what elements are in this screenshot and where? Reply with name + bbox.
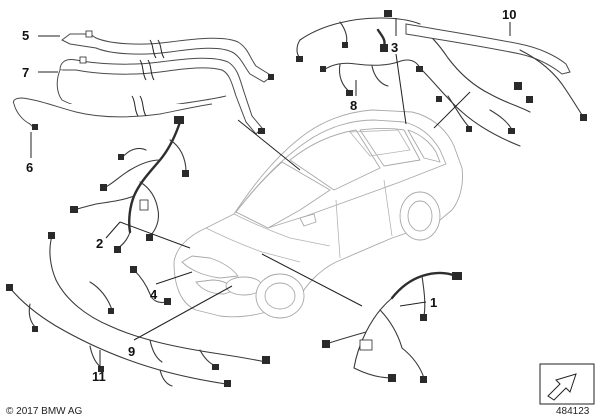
tube-break-marks	[131, 39, 165, 117]
part-9-harness[interactable]	[48, 232, 270, 370]
callout-10: 10	[502, 7, 516, 22]
leader-lines	[30, 18, 511, 368]
part-6-tube-harness[interactable]	[13, 97, 213, 130]
part-10-harness[interactable]	[405, 23, 587, 121]
car-illustration	[173, 109, 463, 319]
callout-3: 3	[391, 40, 398, 55]
callout-4: 4	[150, 287, 158, 302]
callout-11: 11	[92, 369, 106, 384]
callout-6: 6	[26, 160, 33, 175]
diagram-number: 484123	[556, 406, 590, 417]
part-3-harness[interactable]	[296, 10, 531, 113]
callout-9: 9	[128, 344, 135, 359]
callout-5: 5	[22, 28, 29, 43]
part-rear-harness[interactable]	[419, 67, 521, 147]
part-11-harness[interactable]	[6, 284, 231, 387]
copyright-text: © 2017 BMW AG	[6, 406, 83, 417]
callout-7: 7	[22, 65, 29, 80]
part-1-harness[interactable]	[322, 271, 462, 383]
part-7-tube-harness[interactable]	[56, 56, 265, 135]
callout-2: 2	[96, 236, 103, 251]
callout-numbers: 5 7 6 2 4 9 11 8 3 10 1	[22, 7, 516, 384]
arrow-icon	[547, 373, 577, 401]
part-5-tube-harness[interactable]	[61, 30, 274, 83]
callout-8: 8	[350, 98, 357, 113]
diagram-reference-box: 484123	[539, 363, 595, 417]
part-4-cable[interactable]	[130, 266, 171, 305]
part-2-harness[interactable]	[70, 116, 189, 253]
callout-1: 1	[430, 295, 437, 310]
part-8-harness[interactable]	[320, 59, 423, 96]
